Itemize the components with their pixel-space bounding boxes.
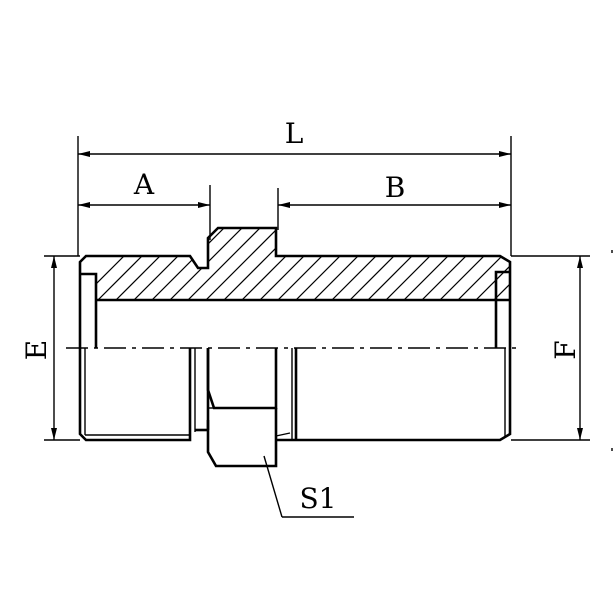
hex-lower-face xyxy=(206,408,278,468)
dimension-L: L xyxy=(77,117,512,256)
hex-upper-face xyxy=(206,348,278,410)
left-thread-body xyxy=(78,348,192,442)
right-counterbore xyxy=(494,270,510,348)
dimension-F: F xyxy=(511,250,613,451)
label-L: L xyxy=(285,117,304,150)
label-F: F xyxy=(549,340,582,359)
label-E: E xyxy=(20,340,53,360)
dimension-E: E xyxy=(20,255,80,441)
left-counterbore xyxy=(80,272,98,348)
exterior-view xyxy=(78,348,512,468)
leader-line-S1 xyxy=(263,455,283,518)
outer-profile-top xyxy=(78,226,512,348)
dimension-B: B xyxy=(277,171,511,230)
right-thread-body xyxy=(276,348,512,442)
right-neck-chamfer xyxy=(275,432,291,437)
section-outline xyxy=(78,226,512,348)
label-A: A xyxy=(133,168,155,201)
dimension-A: A xyxy=(78,168,211,240)
label-S1: S1 xyxy=(300,482,337,515)
label-B: B xyxy=(385,171,406,204)
section-hatching xyxy=(80,228,510,300)
dimension-S1: S1 xyxy=(263,455,354,518)
